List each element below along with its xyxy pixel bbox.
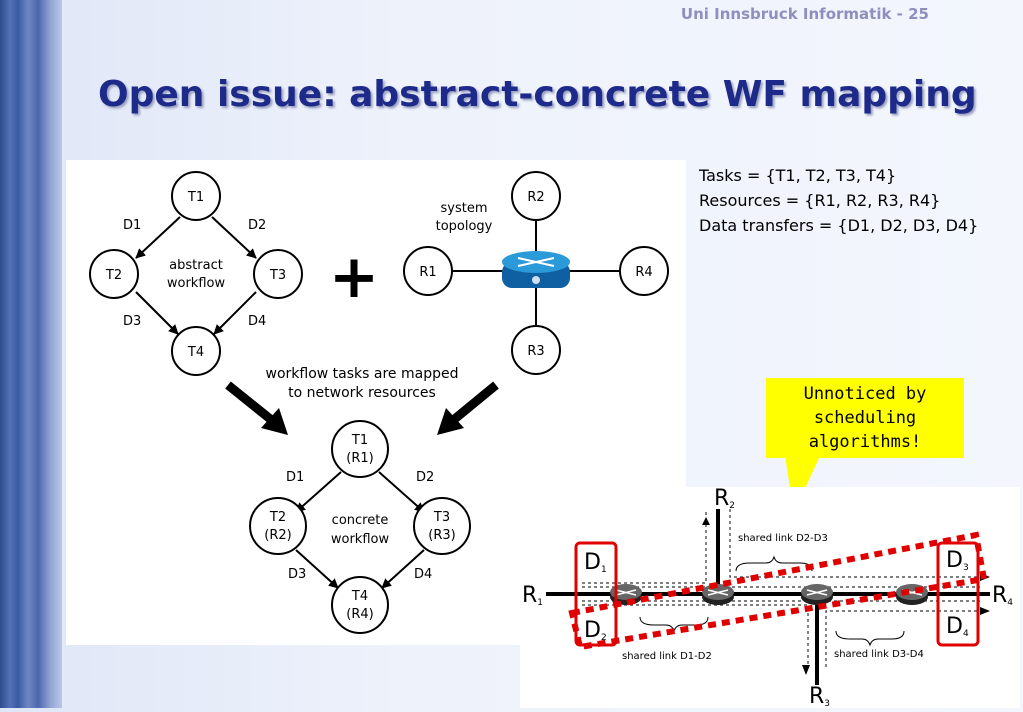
node-c-t2 — [249, 497, 307, 555]
node-label-r4: R4 — [635, 265, 652, 280]
node-label-r3: R3 — [527, 344, 544, 359]
edge-t3-t4 — [213, 291, 257, 335]
node-label-t2: T2 — [105, 268, 122, 283]
label-d2: D2 — [584, 618, 607, 643]
label-d1: D1 — [584, 550, 607, 575]
mapping-text-2: to network resources — [288, 385, 436, 401]
edge-label-d2: D2 — [248, 218, 266, 233]
shared-link-d3d4: shared link D3-D4 — [834, 649, 924, 660]
set-definitions: Tasks = {T1, T2, T3, T4} Resources = {R1… — [699, 163, 978, 238]
c-node-res-t1: (R1) — [346, 451, 373, 466]
slide-header: Uni Innsbruck Informatik - 25 — [680, 5, 929, 23]
slide-title: Open issue: abstract-concrete WF mapping — [98, 74, 977, 115]
node-t3 — [253, 249, 303, 299]
highlight-d1d2-box — [574, 541, 618, 647]
node-c-t4 — [331, 576, 389, 634]
router-icon — [502, 251, 570, 288]
node-r1 — [403, 246, 453, 296]
brace-d2d3 — [735, 555, 813, 572]
node-c-t1 — [331, 420, 389, 478]
network-sharing-diagram: R1 R2 R3 R4 D1 D2 D3 D4 shared link D2-D… — [520, 486, 1020, 709]
concrete-label-2: workflow — [331, 532, 390, 547]
c-node-task-t2: T2 — [269, 510, 286, 525]
network-sharing-svg: R1 R2 R3 R4 D1 D2 D3 D4 shared link D2-D… — [522, 486, 1013, 709]
flow-arrow-up — [702, 517, 710, 525]
node-label-t1: T1 — [187, 190, 204, 205]
c-node-res-t4: (R4) — [346, 607, 373, 622]
label-r4: R4 — [992, 583, 1013, 608]
c-node-task-t1: T1 — [351, 433, 368, 448]
note-line-3: algorithms! — [808, 432, 922, 452]
note-line-1: Unnoticed by — [803, 384, 927, 404]
node-t2 — [89, 249, 139, 299]
topology-label-1: system — [441, 201, 488, 216]
router-icon-3 — [801, 584, 833, 605]
mapping-arrow-left — [225, 381, 288, 435]
edge-label-d4: D4 — [248, 314, 266, 329]
node-label-r2: R2 — [527, 190, 544, 205]
c-edge-label-d4: D4 — [414, 567, 432, 582]
highlight-d3d4-box — [936, 541, 980, 647]
edge-label-d1: D1 — [123, 218, 141, 233]
c-node-task-t4: T4 — [351, 589, 368, 604]
node-label-r1: R1 — [419, 265, 436, 280]
flow-arrow-down — [802, 665, 810, 675]
node-t4 — [171, 326, 221, 376]
shared-link-d1d2: shared link D1-D2 — [622, 651, 712, 662]
node-r3 — [511, 325, 561, 375]
label-r2: R2 — [714, 487, 735, 511]
topology-label-2: topology — [436, 219, 493, 234]
node-t1 — [171, 171, 221, 221]
edge-c-t3-t4 — [381, 549, 425, 589]
node-label-t4: T4 — [187, 345, 204, 360]
c-node-res-t2: (R2) — [264, 528, 291, 543]
callout-note: Unnoticed by scheduling algorithms! — [766, 378, 964, 458]
edge-c-t2-t4 — [295, 549, 339, 589]
abstract-label-1: abstract — [169, 258, 223, 273]
flow-arrow-right-2 — [980, 607, 990, 615]
c-edge-label-d2: D2 — [416, 470, 434, 485]
edge-t1-t3 — [211, 216, 257, 259]
node-r2 — [511, 171, 561, 221]
note-line-2: scheduling — [813, 408, 917, 428]
edge-t2-t4 — [135, 291, 179, 335]
edge-t1-t2 — [135, 216, 181, 259]
concrete-label-1: concrete — [332, 513, 389, 528]
workflow-mapping-diagram: D1 D2 D3 D4 T1 T2 T3 T4 abstract workflo… — [66, 160, 686, 645]
c-node-res-t3: (R3) — [428, 528, 455, 543]
label-r3: R3 — [809, 684, 830, 708]
c-edge-label-d1: D1 — [286, 470, 304, 485]
plus-sign: + — [329, 242, 379, 312]
resources-set: Resources = {R1, R2, R3, R4} — [699, 191, 941, 210]
label-d3: D3 — [946, 548, 969, 573]
mapping-text-1: workflow tasks are mapped — [266, 366, 459, 382]
edge-c-t1-t3 — [378, 471, 425, 513]
edge-label-d3: D3 — [123, 314, 141, 329]
transfers-set: Data transfers = {D1, D2, D3, D4} — [699, 216, 979, 235]
mapping-arrow-right — [437, 381, 499, 435]
shared-link-d2d3: shared link D2-D3 — [738, 533, 828, 544]
node-r4 — [619, 246, 669, 296]
node-c-t3 — [413, 497, 471, 555]
tasks-set: Tasks = {T1, T2, T3, T4} — [699, 166, 897, 185]
brace-d3d4 — [835, 630, 905, 647]
left-decorative-stripe — [0, 0, 62, 708]
edge-c-t1-t2 — [295, 471, 342, 513]
label-d4: D4 — [946, 614, 969, 639]
router-icon-2 — [702, 584, 734, 605]
c-edge-label-d3: D3 — [288, 567, 306, 582]
router-icon-4 — [896, 584, 928, 605]
c-node-task-t3: T3 — [433, 510, 450, 525]
abstract-label-2: workflow — [167, 276, 226, 291]
label-r1: R1 — [522, 583, 543, 608]
node-label-t3: T3 — [269, 268, 286, 283]
workflow-mapping-svg: D1 D2 D3 D4 T1 T2 T3 T4 abstract workflo… — [89, 171, 669, 634]
